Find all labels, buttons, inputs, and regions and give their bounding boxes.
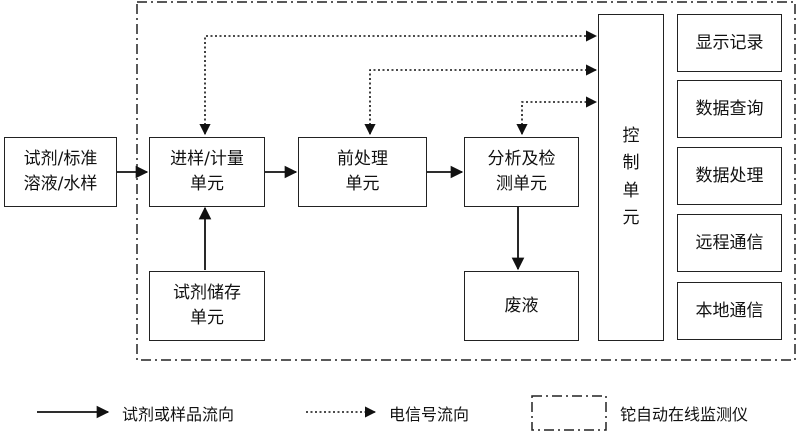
control-unit-label: 控 制 单 元 bbox=[622, 126, 640, 228]
reagent-storage-label: 试剂储存 单元 bbox=[173, 283, 241, 328]
pretreatment-unit: 前处理 单元 bbox=[298, 137, 427, 207]
legend-dashdot-box bbox=[531, 395, 607, 431]
legend-signal-label: 电信号流向 bbox=[389, 405, 470, 424]
remote-comm-label: 远程通信 bbox=[695, 232, 764, 253]
signal-control-sampling bbox=[199, 30, 598, 136]
signal-control-pretreatment bbox=[364, 64, 598, 136]
sampling-metering-label: 进样/计量 单元 bbox=[170, 149, 244, 194]
local-comm-label: 本地通信 bbox=[695, 300, 764, 321]
data-query-box: 数据查询 bbox=[677, 80, 782, 138]
data-query-label: 数据查询 bbox=[695, 98, 764, 119]
control-unit: 控 制 单 元 bbox=[598, 14, 664, 341]
remote-comm-box: 远程通信 bbox=[677, 214, 782, 272]
reagent-storage-unit: 试剂储存 单元 bbox=[149, 271, 265, 341]
legend-flow-label: 试剂或样品流向 bbox=[122, 405, 235, 424]
waste-liquid-box: 废液 bbox=[464, 271, 579, 341]
data-processing-label: 数据处理 bbox=[695, 165, 764, 186]
waste-liquid-label: 废液 bbox=[504, 295, 539, 316]
display-record-label: 显示记录 bbox=[695, 32, 764, 53]
signal-control-analysis bbox=[516, 96, 598, 136]
local-comm-box: 本地通信 bbox=[677, 282, 782, 340]
input-sample-box: 试剂/标准 溶液/水样 bbox=[4, 137, 117, 207]
analysis-detection-unit: 分析及检 测单元 bbox=[464, 137, 579, 207]
instrument-boundary bbox=[136, 1, 796, 361]
legend-boundary-label: 铊自动在线监测仪 bbox=[620, 405, 749, 424]
input-sample-label: 试剂/标准 溶液/水样 bbox=[23, 149, 98, 194]
sampling-metering-unit: 进样/计量 单元 bbox=[149, 137, 265, 207]
display-record-box: 显示记录 bbox=[677, 14, 782, 72]
data-processing-box: 数据处理 bbox=[677, 147, 782, 205]
analysis-detection-label: 分析及检 测单元 bbox=[487, 149, 556, 194]
pretreatment-label: 前处理 单元 bbox=[337, 149, 388, 194]
